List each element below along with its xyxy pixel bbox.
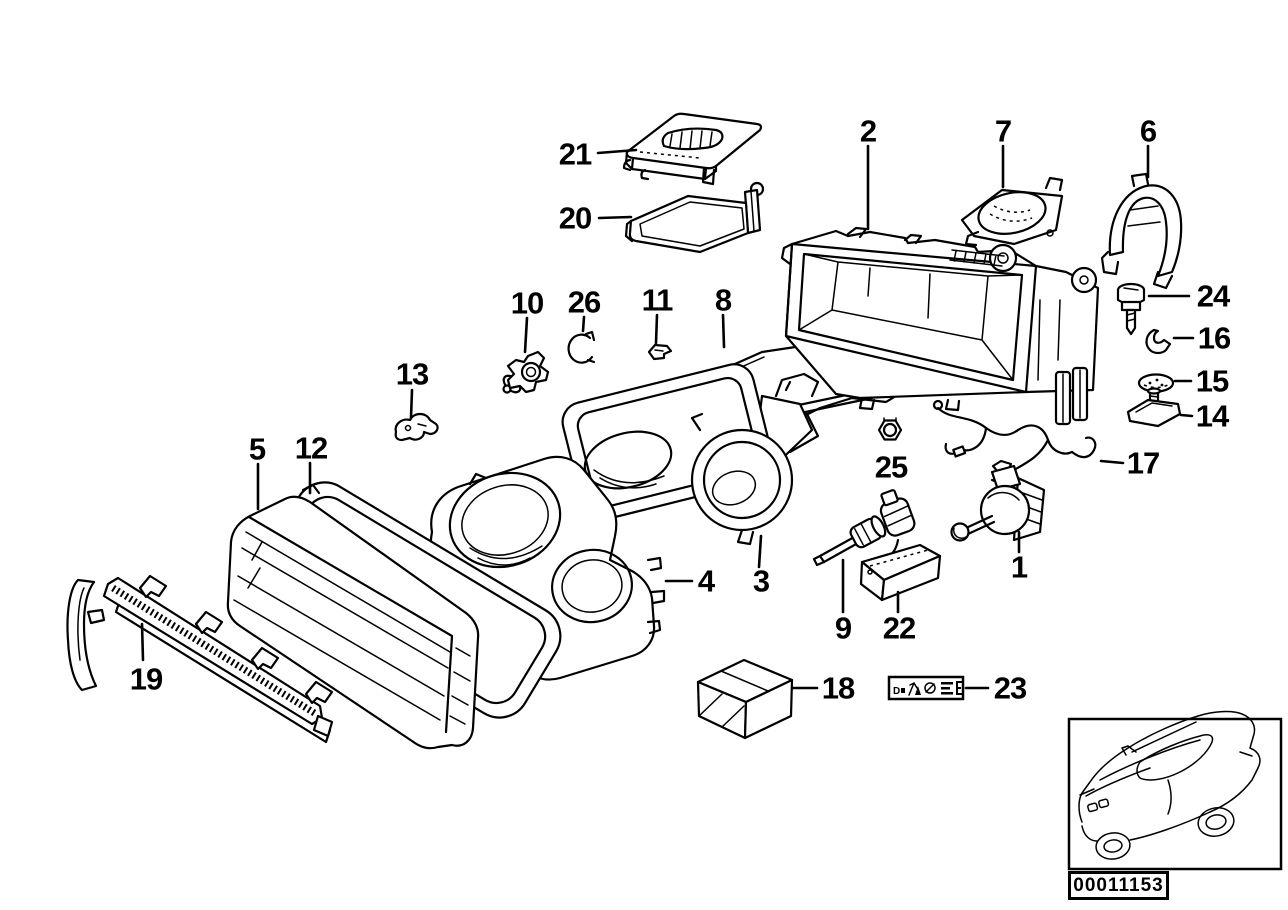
callout-21[interactable]: 21 <box>558 136 592 172</box>
callout-24[interactable]: 24 <box>1196 278 1230 314</box>
part-22-module-drawing <box>859 489 942 602</box>
callout-22[interactable]: 22 <box>882 610 916 646</box>
callout-26[interactable]: 26 <box>567 284 601 320</box>
part-19-trim-strip-drawing <box>66 574 334 744</box>
callout-12[interactable]: 12 <box>294 430 328 466</box>
lines-symbol <box>941 682 953 695</box>
callout-14[interactable]: 14 <box>1195 398 1229 434</box>
part-6-bracket-drawing <box>1100 172 1183 290</box>
callout-4[interactable]: 4 <box>697 563 715 599</box>
part-20-bracket-tray-drawing <box>624 181 765 254</box>
car-thumbnail <box>1067 710 1283 871</box>
callout-25[interactable]: 25 <box>874 449 908 485</box>
part-25-nut-drawing <box>877 417 903 441</box>
callout-5[interactable]: 5 <box>248 431 266 467</box>
callout-6[interactable]: 6 <box>1139 113 1157 149</box>
callout-20[interactable]: 20 <box>558 200 592 236</box>
part-11-clip-drawing <box>647 343 673 361</box>
callout-13[interactable]: 13 <box>395 356 429 392</box>
callout-7[interactable]: 7 <box>994 113 1012 149</box>
part-9-bulb-drawing <box>812 515 887 567</box>
part-18-box-drawing <box>696 658 794 740</box>
part-13-clip-drawing <box>394 412 439 442</box>
part-2-housing-drawing <box>780 226 1100 412</box>
part-16-clip-drawing <box>1145 328 1172 355</box>
callout-11[interactable]: 11 <box>641 282 674 318</box>
part-14-stud-bracket-drawing <box>1126 387 1182 428</box>
part-7-cap-drawing <box>960 176 1064 247</box>
part-21-control-unit-drawing <box>622 112 763 186</box>
callout-9[interactable]: 9 <box>834 610 852 646</box>
callout-10[interactable]: 10 <box>510 285 544 321</box>
part-1-adjuster-motor-drawing <box>950 459 1046 542</box>
svg-text:D: D <box>893 686 900 697</box>
callout-leader-lines <box>140 144 1195 690</box>
part-24-screw-drawing <box>1116 282 1146 336</box>
callout-17[interactable]: 17 <box>1126 445 1160 481</box>
e-mark-symbol <box>956 681 962 695</box>
callout-3[interactable]: 3 <box>752 563 770 599</box>
prohibition-symbol <box>924 682 936 694</box>
part-15-grommet-drawing <box>1137 373 1175 393</box>
part-26-spring-clip-drawing <box>567 330 596 364</box>
callout-19[interactable]: 19 <box>129 661 163 697</box>
callout-8[interactable]: 8 <box>714 282 732 318</box>
d2-gas-discharge-symbol: D <box>893 686 905 697</box>
image-id-plate: 00011153 <box>1068 871 1169 900</box>
aiming-symbol <box>908 682 921 696</box>
part-10-bulb-drawing <box>502 350 550 394</box>
car-outline-sketch <box>1078 710 1261 860</box>
part-23-spec-label-drawing: D <box>887 675 965 701</box>
callout-18[interactable]: 18 <box>821 670 855 706</box>
callout-2[interactable]: 2 <box>859 113 877 149</box>
callout-15[interactable]: 15 <box>1195 363 1229 399</box>
callout-16[interactable]: 16 <box>1197 320 1231 356</box>
callout-23[interactable]: 23 <box>993 670 1027 706</box>
callout-1[interactable]: 1 <box>1010 549 1028 585</box>
part-5-lens-drawing <box>226 495 480 750</box>
part-3-reflector-drawing <box>561 363 820 546</box>
